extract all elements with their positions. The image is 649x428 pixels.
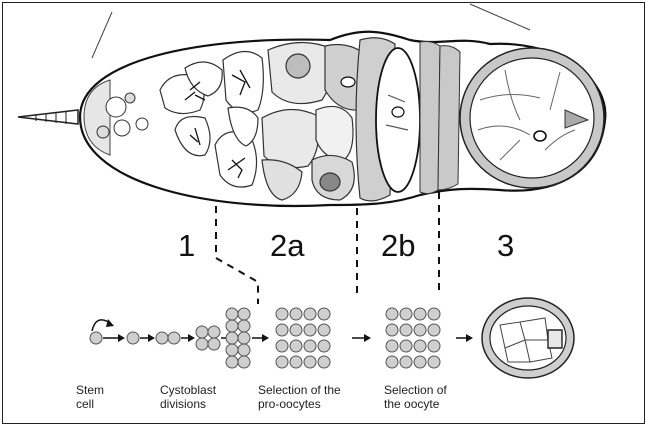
caption-pro-oocytes: Selection of the pro-oocytes xyxy=(258,383,341,411)
boundary-1 xyxy=(216,206,258,304)
mini-egg-chamber xyxy=(482,298,574,378)
caption-stem-line1: Stem xyxy=(76,383,104,397)
pro-oocyte-cyst xyxy=(276,308,330,368)
top-left-line xyxy=(92,12,112,58)
caption-cystoblast-line2: divisions xyxy=(160,397,216,411)
egg-chamber xyxy=(460,48,604,188)
caption-stem-line2: cell xyxy=(76,397,104,411)
lineage-row xyxy=(90,298,574,378)
caption-oocyte-line2: the oocyte xyxy=(384,397,447,411)
region-label-3: 3 xyxy=(497,228,514,264)
caption-cystoblast: Cystoblast divisions xyxy=(160,383,216,411)
caption-pro-oocytes-line2: pro-oocytes xyxy=(258,397,341,411)
region-label-1: 1 xyxy=(178,228,195,264)
oocyte-selection-cyst xyxy=(386,308,440,368)
caption-cystoblast-line1: Cystoblast xyxy=(160,383,216,397)
region2b-flat-cyst xyxy=(376,48,420,192)
cystoblast-cell xyxy=(127,332,139,344)
caption-stem-cell: Stem cell xyxy=(76,383,104,411)
terminal-filament xyxy=(18,110,78,124)
stem-cell xyxy=(90,332,102,344)
caption-oocyte-line1: Selection of xyxy=(384,383,447,397)
top-right-line xyxy=(470,4,530,30)
region-label-2b: 2b xyxy=(381,228,415,264)
region-label-2a: 2a xyxy=(270,228,304,264)
caption-oocyte: Selection of the oocyte xyxy=(384,383,447,411)
caption-pro-oocytes-line1: Selection of the xyxy=(258,383,341,397)
follicle-cells xyxy=(420,42,460,194)
